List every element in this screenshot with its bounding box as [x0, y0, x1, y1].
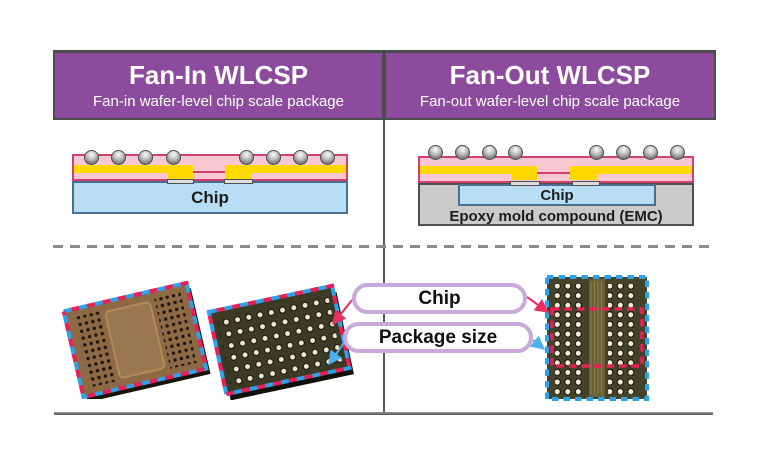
solder-ball [111, 150, 126, 165]
fan-in-chip-body: Chip [72, 181, 348, 214]
fan-out-subtitle: Fan-out wafer-level chip scale package [419, 92, 681, 110]
pad-grid-right [154, 292, 197, 369]
chip-callout-label: Chip [418, 287, 461, 309]
package-size-outline-blue-dashed [61, 281, 209, 399]
fan-out-chip-label: Chip [540, 186, 574, 204]
package-size-outline-blue-dashed [206, 283, 352, 397]
solder-ball [84, 150, 99, 165]
fan-in-title: Fan-In WLCSP [128, 60, 309, 91]
fan-in-chip-label: Chip [191, 187, 229, 207]
dashed-divider [53, 245, 714, 248]
layer-seam [193, 171, 225, 173]
fan-in-package-photo-ballside [206, 283, 354, 400]
fan-out-chip-body: Chip [458, 184, 656, 206]
fan-in-cross-section: Chip [72, 146, 348, 216]
solder-ball [455, 145, 470, 160]
fan-out-package-photo [545, 275, 649, 401]
rdl-trace-right [570, 166, 692, 174]
routing-traces [590, 282, 602, 394]
package-size-callout-label: Package size [378, 326, 498, 348]
solder-ball-grid-left [555, 284, 585, 394]
solder-ball [320, 150, 335, 165]
solder-ball [266, 150, 281, 165]
solder-ball [616, 145, 631, 160]
solder-ball [138, 150, 153, 165]
fan-out-cross-section: Epoxy mold compound (EMC) Chip [418, 141, 694, 227]
emc-label: Epoxy mold compound (EMC) [449, 208, 663, 225]
fan-in-header: Fan-In WLCSP Fan-in wafer-level chip sca… [53, 50, 384, 120]
bond-pad [572, 181, 600, 186]
package-size-outline-blue-dashed [545, 275, 649, 401]
layer-seam [537, 172, 570, 174]
fan-out-header: Fan-Out WLCSP Fan-out wafer-level chip s… [384, 50, 716, 120]
fan-out-title: Fan-Out WLCSP [449, 60, 651, 91]
pad-grid-left [73, 311, 116, 388]
fan-in-subtitle: Fan-in wafer-level chip scale package [93, 92, 344, 110]
solder-ball-grid [215, 292, 343, 388]
bond-pad [224, 179, 253, 184]
bond-pad [510, 181, 540, 186]
rdl-trace-right [225, 165, 346, 173]
solder-ball [166, 150, 181, 165]
chip-outline-red-dashed [550, 307, 644, 368]
bottom-rule [54, 412, 713, 415]
solder-ball [643, 145, 658, 160]
rdl-trace-left [74, 165, 193, 173]
solder-ball [482, 145, 497, 160]
solder-ball [508, 145, 523, 160]
rdl-trace-left [420, 166, 537, 174]
solder-ball [670, 145, 685, 160]
vertical-divider [383, 52, 385, 414]
package-size-callout-pill: Package size [343, 322, 533, 353]
die-area [104, 301, 166, 379]
solder-ball-grid-right [608, 284, 638, 394]
solder-ball [239, 150, 254, 165]
bond-pad [167, 179, 194, 184]
fan-in-package-photo-underside [61, 281, 211, 399]
chip-callout-pill: Chip [352, 283, 527, 314]
rdl-via-left [168, 165, 193, 179]
rdl-via-right [570, 166, 597, 180]
solder-ball [589, 145, 604, 160]
rdl-via-left [512, 166, 537, 180]
solder-ball [293, 150, 308, 165]
solder-ball [428, 145, 443, 160]
rdl-via-right [225, 165, 252, 179]
